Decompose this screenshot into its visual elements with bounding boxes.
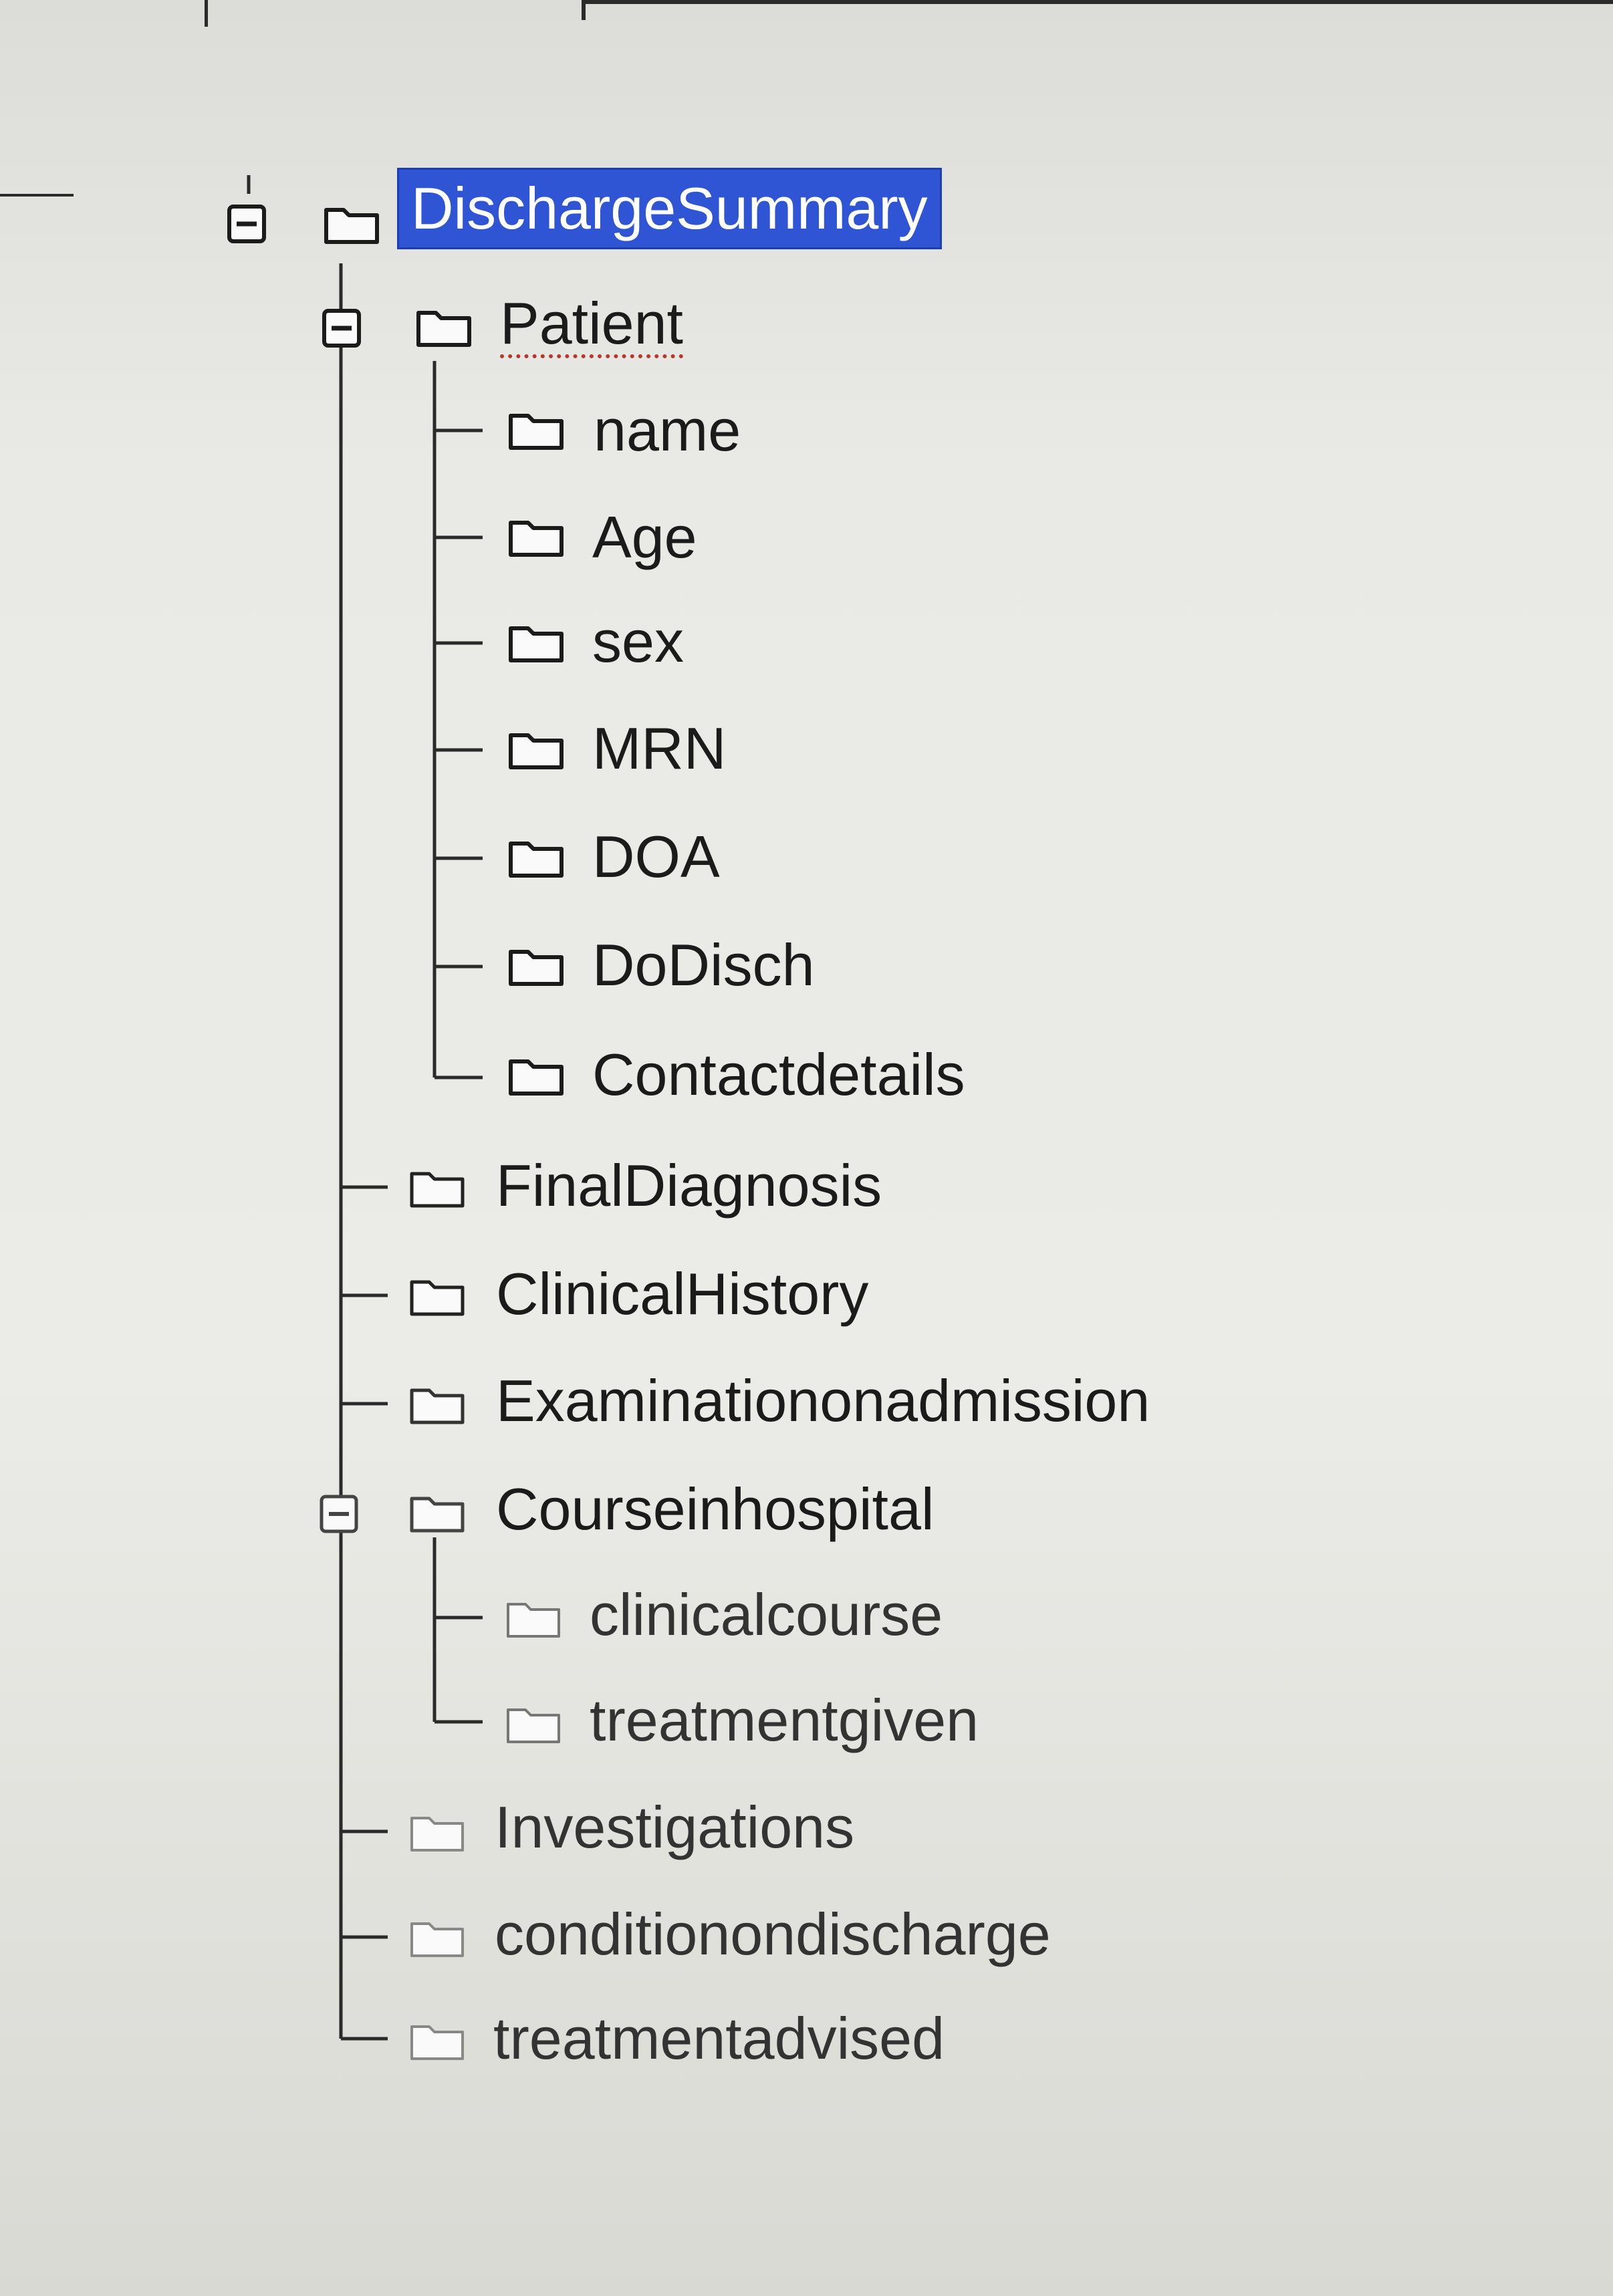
tree-node-label: DOA	[592, 823, 720, 890]
tree-node-label: MRN	[592, 715, 727, 781]
tree-node-mrn[interactable]: MRN	[592, 709, 726, 789]
folder-icon	[416, 311, 471, 347]
tree-node-investigations[interactable]: Investigations	[495, 1787, 854, 1868]
window-border-left	[582, 0, 586, 20]
tree-node-label: clinicalcourse	[590, 1581, 943, 1648]
tree-node-label: FinalDiagnosis	[496, 1152, 882, 1219]
tree-node-clinicalhistory[interactable]: ClinicalHistory	[496, 1254, 868, 1334]
tree-node-root[interactable]: DischargeSummary	[298, 168, 942, 249]
folder-icon	[509, 842, 564, 878]
collapse-toggle-course[interactable]	[320, 1495, 358, 1533]
folder-icon	[507, 1708, 560, 1743]
folder-icon	[410, 1172, 465, 1208]
tree-node-name[interactable]: name	[594, 390, 741, 471]
folder-icon	[410, 2025, 464, 2060]
folder-icon	[509, 733, 564, 769]
tree-node-dodisch[interactable]: DoDisch	[592, 925, 815, 1005]
tree-node-label: name	[594, 397, 741, 463]
collapse-toggle-root[interactable]	[227, 205, 266, 243]
tree-node-label: Age	[592, 504, 697, 570]
panel-divider-top	[205, 0, 208, 27]
tree-node-age[interactable]: Age	[592, 497, 697, 578]
folder-icon	[410, 1280, 465, 1316]
tree-node-label: sex	[592, 608, 684, 674]
tree-node-doa[interactable]: DOA	[592, 817, 720, 897]
tree-node-label: ClinicalHistory	[496, 1261, 869, 1327]
tree-node-label: treatmentgiven	[590, 1687, 979, 1753]
folder-icon	[410, 1817, 464, 1852]
tree-node-courseinhospital[interactable]: Courseinhospital	[496, 1469, 935, 1549]
folder-icon	[324, 208, 379, 244]
panel-divider-left	[0, 194, 74, 197]
tree-node-label: Investigations	[495, 1794, 855, 1860]
tree-node-label: DischargeSummary	[397, 168, 942, 249]
tree-node-label: conditionondischarge	[495, 1901, 1051, 1967]
folder-icon	[410, 1497, 465, 1533]
folder-icon	[507, 1603, 560, 1638]
tree-node-treatmentadvised[interactable]: treatmentadvised	[493, 1999, 945, 2079]
window-border-top	[582, 0, 1613, 4]
tree-node-treatmentgiven[interactable]: treatmentgiven	[590, 1680, 979, 1761]
tree-node-label: DoDisch	[592, 932, 815, 998]
folder-icon	[509, 414, 564, 450]
folder-icon	[509, 626, 564, 662]
folder-icon	[410, 1922, 464, 1957]
folder-icon	[509, 521, 564, 557]
tree-node-label: Courseinhospital	[496, 1476, 935, 1542]
tree-node-conditionondischarge[interactable]: conditionondischarge	[495, 1894, 1051, 1974]
tree-node-label: Contactdetails	[592, 1041, 965, 1108]
tree-node-sex[interactable]: sex	[592, 602, 684, 682]
tree-node-examinationonadmission[interactable]: Examinationonadmission	[496, 1361, 1150, 1441]
tree-node-label: treatmentadvised	[493, 2005, 945, 2071]
tree-node-finaldiagnosis[interactable]: FinalDiagnosis	[496, 1146, 882, 1226]
tree-node-contactdetails[interactable]: Contactdetails	[592, 1035, 965, 1115]
tree-node-patient[interactable]: Patient	[500, 286, 683, 366]
folder-icon	[410, 1388, 465, 1424]
folder-icon	[509, 1059, 564, 1096]
collapse-toggle-patient[interactable]	[322, 309, 361, 348]
tree-node-clinicalcourse[interactable]: clinicalcourse	[590, 1575, 943, 1655]
tree-node-label: Examinationonadmission	[496, 1368, 1150, 1434]
tree-node-label: Patient	[500, 294, 683, 358]
folder-icon	[509, 950, 564, 986]
